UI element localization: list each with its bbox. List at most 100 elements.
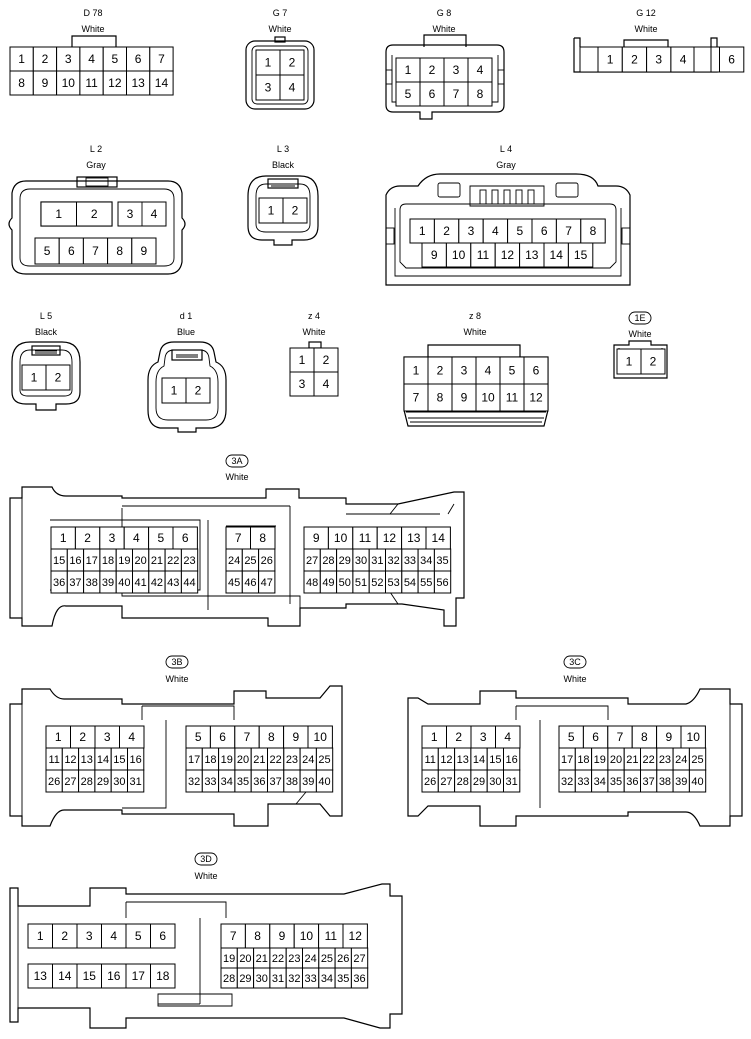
pin-number: 6 <box>728 53 735 67</box>
pin-number: 6 <box>219 730 226 744</box>
pin-cell <box>719 46 745 73</box>
pin-cell <box>150 923 176 949</box>
pin-number: 12 <box>349 929 363 943</box>
pin-number: 53 <box>388 577 400 589</box>
pin-number: 12 <box>64 754 76 766</box>
pin-number: 32 <box>388 555 400 567</box>
pin-number: 6 <box>182 531 189 545</box>
pin-cell <box>149 70 174 96</box>
pin-number: 10 <box>300 929 314 943</box>
connector-name: 3A <box>231 456 242 466</box>
pin-number: 26 <box>48 776 60 788</box>
pin-number: 25 <box>321 953 333 965</box>
pin-cell <box>499 383 525 412</box>
pin-number: 4 <box>128 730 135 744</box>
pin-number: 8 <box>437 391 444 405</box>
pin-number: 31 <box>371 555 383 567</box>
pin-cell <box>494 242 521 268</box>
pin-number: 8 <box>477 87 484 101</box>
pin-number: 3 <box>461 364 468 378</box>
pin-number: 28 <box>81 776 93 788</box>
connector-color: Gray <box>496 160 516 170</box>
pin-number: 2 <box>91 207 98 221</box>
pin-cell <box>467 81 493 107</box>
pin-number: 23 <box>286 754 298 766</box>
pin-number: 13 <box>407 531 421 545</box>
pin-number: 7 <box>453 87 460 101</box>
pin-number: 56 <box>436 577 448 589</box>
pin-number: 13 <box>457 754 469 766</box>
pin-number: 11 <box>506 391 519 405</box>
pin-number: 14 <box>155 76 169 90</box>
pin-number: 20 <box>610 754 622 766</box>
connector-name: L 2 <box>90 144 102 154</box>
pin-number: 11 <box>325 929 338 943</box>
pin-number: 16 <box>506 754 518 766</box>
pin-number: 10 <box>687 730 701 744</box>
pin-number: 2 <box>289 56 296 70</box>
pin-number: 43 <box>167 577 179 589</box>
pin-number: 9 <box>461 391 468 405</box>
pin-number: 24 <box>302 754 314 766</box>
pin-number: 30 <box>355 555 367 567</box>
pin-number: 1 <box>55 730 62 744</box>
pin-number: 2 <box>455 730 462 744</box>
pin-number: 36 <box>353 973 365 985</box>
pin-number: 20 <box>239 953 251 965</box>
pin-number: 7 <box>565 224 572 238</box>
pin-number: 33 <box>305 973 317 985</box>
pin-number: 4 <box>289 81 296 95</box>
pin-number: 8 <box>268 730 275 744</box>
pin-cell <box>433 570 452 594</box>
connector-color: White <box>194 871 217 881</box>
pin-cell <box>131 237 157 265</box>
pin-number: 12 <box>383 531 397 545</box>
pin-cell <box>443 81 469 107</box>
pin-number: 14 <box>97 754 109 766</box>
connector-color: White <box>634 24 657 34</box>
pin-number: 11 <box>48 754 59 766</box>
pin-number: 9 <box>431 248 438 262</box>
pin-number: 47 <box>261 577 273 589</box>
pin-number: 1 <box>60 531 67 545</box>
pin-cell <box>101 963 127 989</box>
pin-number: 22 <box>270 754 282 766</box>
pin-number: 10 <box>62 76 76 90</box>
pin-number: 1 <box>419 224 426 238</box>
pin-number: 17 <box>86 555 98 567</box>
pin-cell <box>27 963 53 989</box>
pin-cell <box>150 963 176 989</box>
connector-name: G 8 <box>437 8 452 18</box>
connector-name: L 5 <box>40 311 52 321</box>
pin-cell <box>395 57 421 83</box>
pin-number: 3 <box>655 53 662 67</box>
pin-number: 51 <box>355 577 367 589</box>
pin-number: 17 <box>188 754 200 766</box>
pin-number: 1 <box>55 207 62 221</box>
pin-cell <box>419 81 445 107</box>
pin-number: 45 <box>228 577 240 589</box>
pin-number: 55 <box>420 577 432 589</box>
pin-number: 25 <box>691 754 703 766</box>
pin-number: 38 <box>86 577 98 589</box>
pin-number: 1 <box>626 355 633 369</box>
pin-number: 35 <box>337 973 349 985</box>
pin-number: 33 <box>404 555 416 567</box>
pin-number: 17 <box>132 969 146 983</box>
connector-name: 3B <box>171 657 182 667</box>
pin-cell <box>646 46 672 73</box>
pin-number: 14 <box>550 248 564 262</box>
connector-name: G 7 <box>273 8 288 18</box>
connector-color: Black <box>272 160 295 170</box>
pin-number: 36 <box>53 577 65 589</box>
connector-color: White <box>628 329 651 339</box>
pin-number: 26 <box>337 953 349 965</box>
pin-number: 1 <box>299 353 306 367</box>
pin-number: 15 <box>489 754 501 766</box>
